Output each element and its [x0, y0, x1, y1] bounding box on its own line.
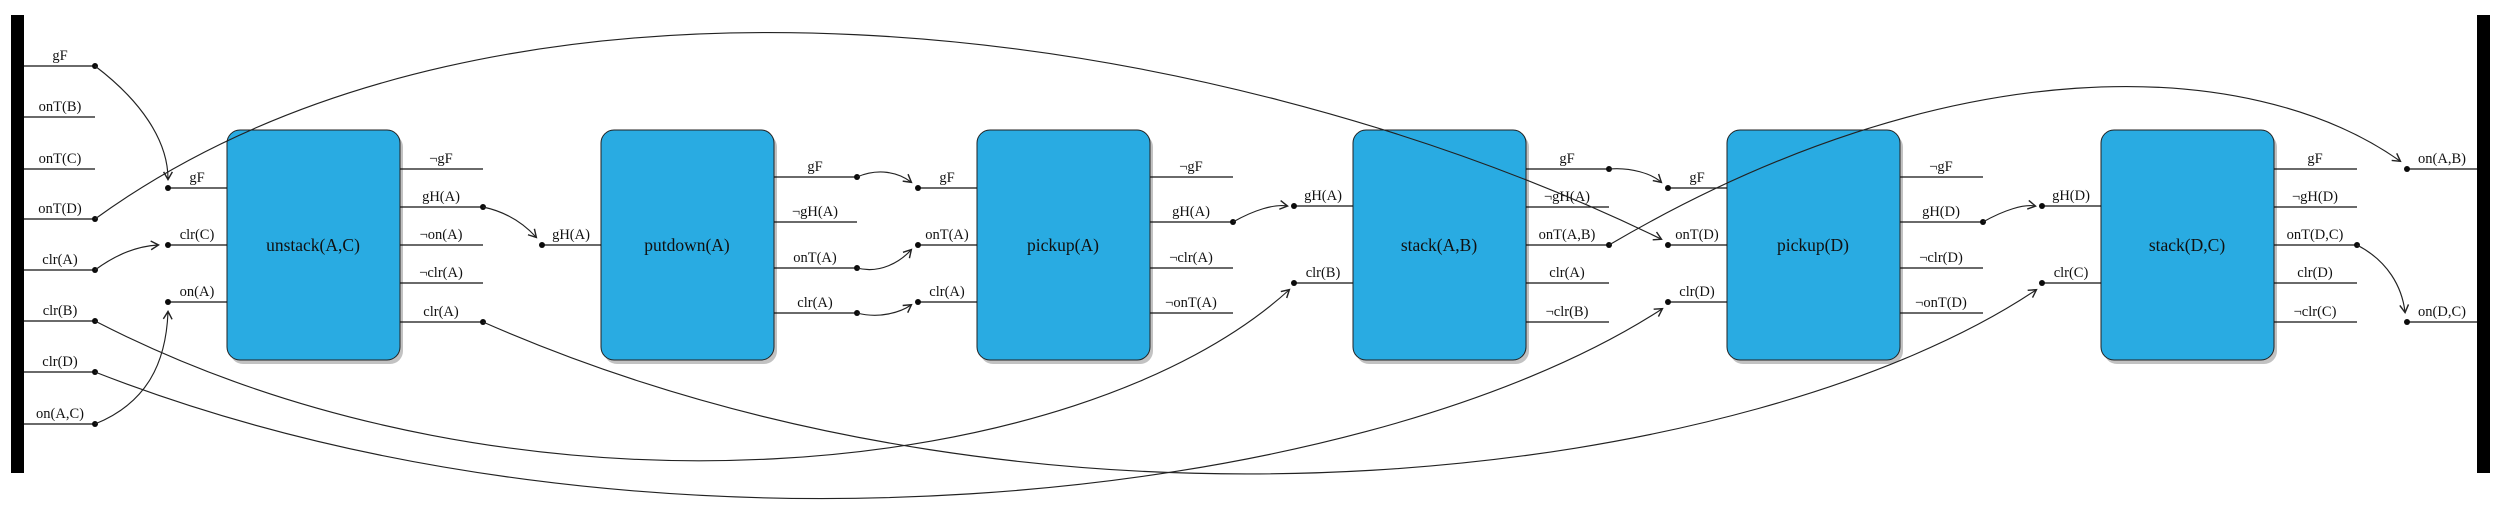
causal-link-gHA-to-stackAB: [1232, 200, 1289, 223]
init-fact-label: onT(C): [39, 151, 82, 167]
effect-label: ¬on(A): [420, 227, 463, 243]
effect-label: ¬onT(D): [1915, 295, 1967, 311]
precondition-label: gH(D): [2052, 188, 2090, 204]
connection-dot: [1665, 299, 1671, 305]
effect-label: gF: [807, 159, 822, 175]
effect-label: gH(A): [1172, 204, 1210, 220]
connection-dot: [1291, 203, 1297, 209]
causal-link-onAC-to-unstack: [94, 310, 173, 425]
causal-link-clrA-to-stackDC: [482, 288, 2038, 475]
effect-label: ¬gH(D): [2292, 189, 2338, 205]
causal-link-gF-to-unstack: [94, 65, 173, 181]
effect-label: onT(A,B): [1539, 227, 1596, 243]
causal-link-onTAB-to-goal: [1608, 85, 2402, 246]
precondition-label: on(A): [180, 284, 215, 300]
precondition-label: clr(B): [1306, 265, 1341, 281]
connection-dot: [2404, 319, 2410, 325]
goal-state-bar: [2477, 15, 2490, 473]
causal-link-gF-to-pickupA: [856, 171, 913, 184]
precondition-label: clr(C): [180, 227, 215, 243]
precondition-label: gH(A): [1304, 188, 1342, 204]
effect-label: gF: [2307, 151, 2322, 167]
effect-label: onT(A): [793, 250, 837, 266]
init-fact-label: gF: [52, 48, 67, 64]
action-stack-DC: stack(D,C) gH(D) clr(C) gF ¬gH(D) onT(D,…: [2039, 129, 2360, 364]
precondition-label: gF: [939, 170, 954, 186]
effect-label: gH(A): [422, 189, 460, 205]
effect-label: ¬gH(A): [792, 204, 838, 220]
init-fact-label: clr(D): [42, 354, 78, 370]
effect-label: clr(A): [1549, 265, 1585, 281]
effect-label: onT(D,C): [2287, 227, 2344, 243]
causal-link-clrB-to-stackAB: [94, 288, 1291, 462]
causal-link-onTA-to-pickupA: [856, 248, 913, 271]
causal-link-onTDC-to-goal: [2356, 244, 2410, 314]
action-pickup-D: pickup(D) gF onT(D) clr(D) ¬gF gH(D) ¬cl…: [1665, 129, 1986, 364]
effect-label: gF: [1559, 151, 1574, 167]
effect-label: ¬clr(A): [1169, 250, 1213, 266]
effect-label: ¬clr(D): [1919, 250, 1963, 266]
connection-dot: [2039, 203, 2045, 209]
effect-label: ¬onT(A): [1165, 295, 1217, 311]
effect-label: clr(D): [2297, 265, 2333, 281]
causal-link-onTD-to-pickupD: [94, 32, 1663, 241]
action-pickup-A: pickup(A) gF onT(A) clr(A) ¬gF gH(A) ¬cl…: [915, 129, 1236, 364]
connection-dot: [539, 242, 545, 248]
init-fact-label: clr(A): [42, 252, 78, 268]
effect-label: ¬gF: [1929, 159, 1953, 175]
causal-link-gF-to-pickupD: [1608, 168, 1663, 184]
precondition-label: clr(D): [1679, 284, 1715, 300]
causal-link-clrA-to-pickupA: [856, 303, 913, 316]
precondition-label: onT(A): [925, 227, 969, 243]
effect-label: ¬clr(A): [419, 265, 463, 281]
connection-dot: [1291, 280, 1297, 286]
precondition-label: gF: [1689, 170, 1704, 186]
causal-link-gHA-to-putdown: [482, 206, 538, 239]
action-name: pickup(A): [1027, 235, 1099, 255]
connection-dot: [915, 185, 921, 191]
init-fact-label: on(A,C): [36, 406, 84, 422]
init-fact-label: clr(B): [43, 303, 78, 319]
precondition-label: gH(A): [552, 227, 590, 243]
precondition-label: clr(C): [2054, 265, 2089, 281]
connection-dot: [1665, 185, 1671, 191]
effect-label: ¬gF: [1179, 159, 1203, 175]
action-name: stack(D,C): [2149, 235, 2225, 255]
action-name: unstack(A,C): [266, 235, 360, 255]
goal-fact-label: on(D,C): [2418, 304, 2466, 320]
init-fact-label: onT(B): [39, 99, 82, 115]
connection-dot: [1665, 242, 1671, 248]
goal-fact-label: on(A,B): [2418, 151, 2466, 167]
causal-link-clrD-to-pickupD: [94, 307, 1664, 500]
precondition-label: onT(D): [1675, 227, 1719, 243]
causal-link-clrA-to-unstack: [94, 240, 160, 271]
causal-link-gHD-to-stackDC: [1982, 199, 2037, 223]
effect-label: clr(A): [423, 304, 459, 320]
effect-label: clr(A): [797, 295, 833, 311]
action-name: pickup(D): [1777, 235, 1849, 255]
initial-state-bar: [11, 15, 24, 473]
precondition-label: clr(A): [929, 284, 965, 300]
action-name: stack(A,B): [1401, 235, 1477, 255]
action-stack-AB: stack(A,B) gH(A) clr(B) gF ¬gH(A) onT(A,…: [1291, 129, 1612, 364]
effect-label: ¬gF: [429, 151, 453, 167]
action-name: putdown(A): [644, 235, 730, 255]
effect-label: ¬clr(C): [2294, 304, 2337, 320]
effect-label: ¬clr(B): [1546, 304, 1589, 320]
action-putdown-A: putdown(A) gH(A) gF ¬gH(A) onT(A) clr(A): [539, 129, 860, 364]
connection-dot: [915, 242, 921, 248]
connection-dot: [165, 242, 171, 248]
init-fact-label: onT(D): [38, 201, 82, 217]
connection-dot: [2404, 166, 2410, 172]
connection-dot: [2039, 280, 2045, 286]
action-unstack-AC: unstack(A,C) gF clr(C) on(A) ¬gF gH(A) ¬…: [165, 129, 486, 364]
precondition-label: gF: [189, 170, 204, 186]
connection-dot: [915, 299, 921, 305]
connection-dot: [165, 185, 171, 191]
effect-label: gH(D): [1922, 204, 1960, 220]
connection-dot: [165, 299, 171, 305]
